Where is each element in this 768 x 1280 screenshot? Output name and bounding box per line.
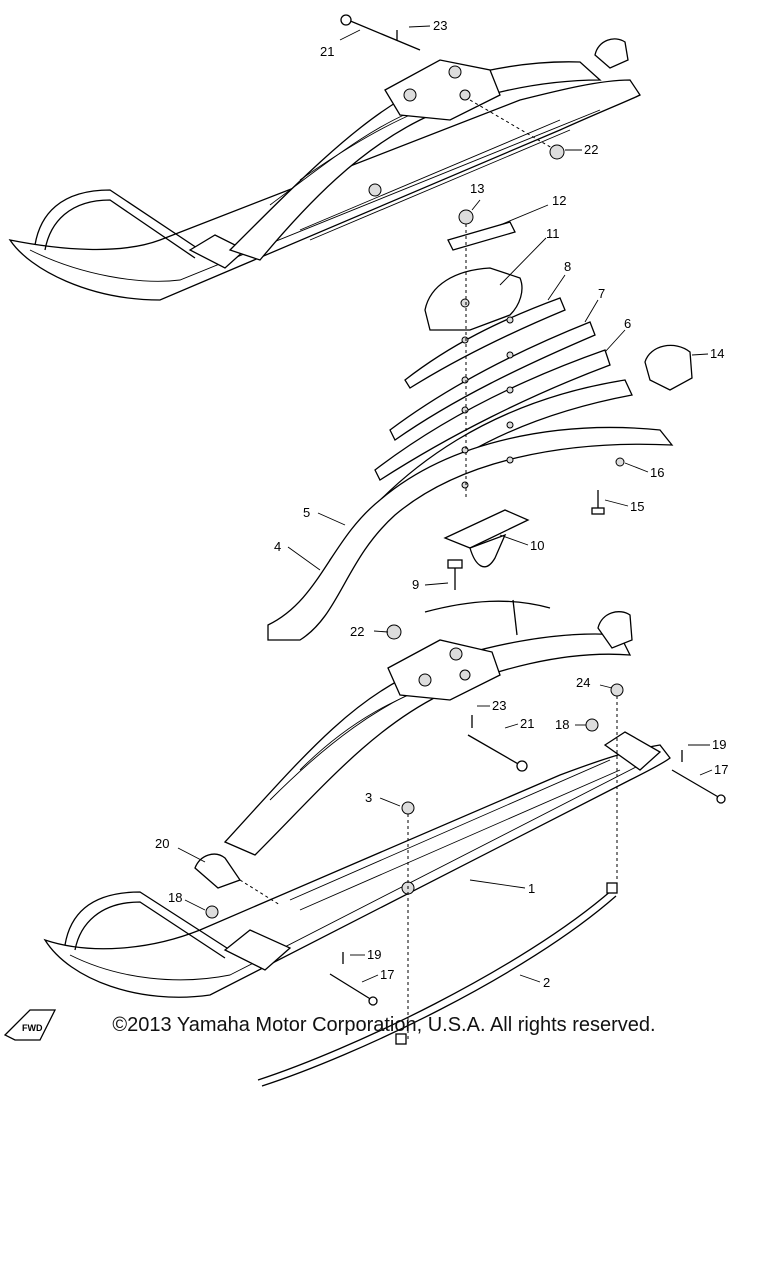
callout-24: 24 — [576, 675, 590, 690]
ski-assembly-diagram: FWD 23 21 22 1 — [3, 14, 728, 1087]
callout-3: 3 — [365, 790, 372, 805]
callout-17-right: 17 — [714, 762, 728, 777]
callout-13: 13 — [470, 181, 484, 196]
callout-17-left: 17 — [380, 967, 394, 982]
callout-14: 14 — [710, 346, 724, 361]
callout-21-bottom: 21 — [520, 716, 534, 731]
callout-21-top: 21 — [320, 44, 334, 59]
copyright-notice: ©2013 Yamaha Motor Corporation, U.S.A. A… — [112, 1014, 656, 1036]
fwd-arrow: FWD — [3, 1009, 57, 1041]
callout-11: 11 — [546, 226, 560, 241]
callout-8: 8 — [564, 259, 571, 274]
callout-1: 1 — [528, 881, 535, 896]
callout-4: 4 — [274, 539, 281, 554]
callout-labels: 23 21 22 13 12 11 8 7 6 14 16 15 5 4 10 … — [155, 18, 728, 990]
exploded-parts — [267, 209, 693, 641]
callout-19-left: 19 — [367, 947, 381, 962]
callout-22-top: 22 — [584, 142, 598, 157]
callout-18-left: 18 — [168, 890, 182, 905]
leader-lines — [177, 25, 713, 983]
top-ski-assembly — [8, 14, 641, 301]
callout-23-top: 23 — [433, 18, 447, 33]
callout-7: 7 — [598, 286, 605, 301]
callout-23-bottom: 23 — [492, 698, 506, 713]
callout-10: 10 — [530, 538, 544, 553]
callout-18-right: 18 — [555, 717, 569, 732]
center-bolt-holes — [461, 316, 514, 489]
callout-15: 15 — [630, 499, 644, 514]
callout-20: 20 — [155, 836, 169, 851]
callout-5: 5 — [303, 505, 310, 520]
callout-19-right: 19 — [712, 737, 726, 752]
bottom-ski-assembly — [43, 611, 726, 1087]
fwd-label: FWD — [22, 1023, 43, 1033]
callout-16: 16 — [650, 465, 664, 480]
callout-22-bottom: 22 — [350, 624, 364, 639]
callout-6: 6 — [624, 316, 631, 331]
callout-9: 9 — [412, 577, 419, 592]
callout-2: 2 — [543, 975, 550, 990]
callout-12: 12 — [552, 193, 566, 208]
